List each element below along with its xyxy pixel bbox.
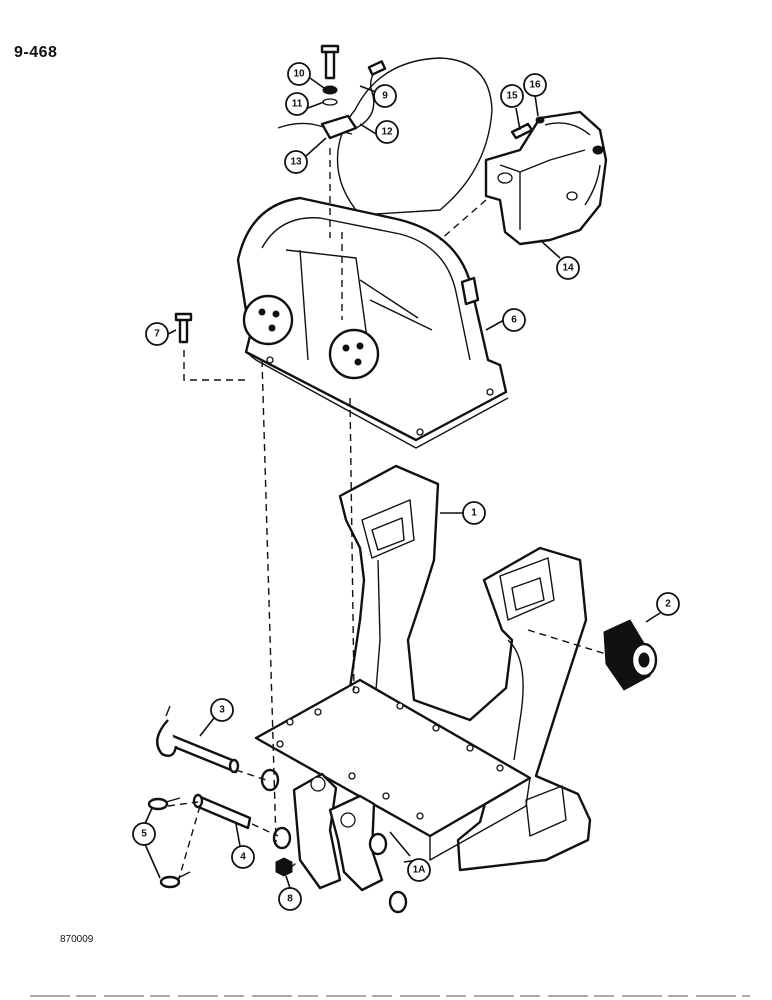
svg-text:14: 14	[562, 263, 574, 274]
svg-text:1A: 1A	[413, 865, 426, 876]
svg-text:4: 4	[240, 852, 246, 863]
svg-text:13: 13	[290, 157, 302, 168]
callout-7: 7	[145, 322, 169, 346]
callout-4: 4	[231, 845, 255, 869]
callout-9: 9	[373, 84, 397, 108]
callout-6: 6	[502, 308, 526, 332]
leader-lines	[143, 77, 661, 889]
callout-5: 5	[132, 822, 156, 846]
callout-11: 11	[285, 92, 309, 116]
link-plates	[260, 768, 408, 914]
callout-13: 13	[284, 150, 308, 174]
retaining-clips	[147, 797, 191, 889]
svg-text:8: 8	[287, 894, 293, 905]
nut	[275, 857, 293, 877]
svg-text:7: 7	[154, 329, 160, 340]
svg-text:9: 9	[382, 91, 388, 102]
callout-2: 2	[656, 592, 680, 616]
callout-12: 12	[375, 120, 399, 144]
alignment-lines	[167, 148, 607, 883]
svg-text:6: 6	[511, 315, 517, 326]
gearbox-housing	[236, 196, 509, 449]
top-bolt-assembly	[277, 44, 387, 140]
svg-text:12: 12	[381, 127, 393, 138]
figure-id: 870009	[60, 934, 94, 945]
svg-text:10: 10	[293, 69, 305, 80]
hydraulic-pump	[484, 110, 608, 246]
callout-1a: 1A	[407, 858, 431, 882]
pump-bolt	[510, 116, 545, 140]
svg-text:3: 3	[219, 705, 225, 716]
svg-text:16: 16	[529, 80, 541, 91]
frame-bracket	[338, 464, 592, 872]
svg-text:5: 5	[141, 829, 147, 840]
callout-14: 14	[556, 256, 580, 280]
pin-with-handle	[156, 705, 240, 774]
svg-text:2: 2	[665, 599, 671, 610]
page-number: 9-468	[14, 44, 58, 61]
hydraulic-motor	[603, 619, 658, 691]
callout-3: 3	[210, 698, 234, 722]
callout-1: 1	[462, 501, 486, 525]
svg-text:11: 11	[292, 99, 303, 110]
drum-cylinder	[336, 57, 493, 216]
housing-bolt	[174, 312, 193, 344]
callout-8: 8	[278, 887, 302, 911]
callout-10: 10	[287, 62, 311, 86]
svg-text:1: 1	[471, 508, 477, 519]
callout-16: 16	[523, 73, 547, 97]
pin	[192, 793, 252, 830]
callout-15: 15	[500, 84, 524, 108]
svg-text:15: 15	[506, 91, 518, 102]
